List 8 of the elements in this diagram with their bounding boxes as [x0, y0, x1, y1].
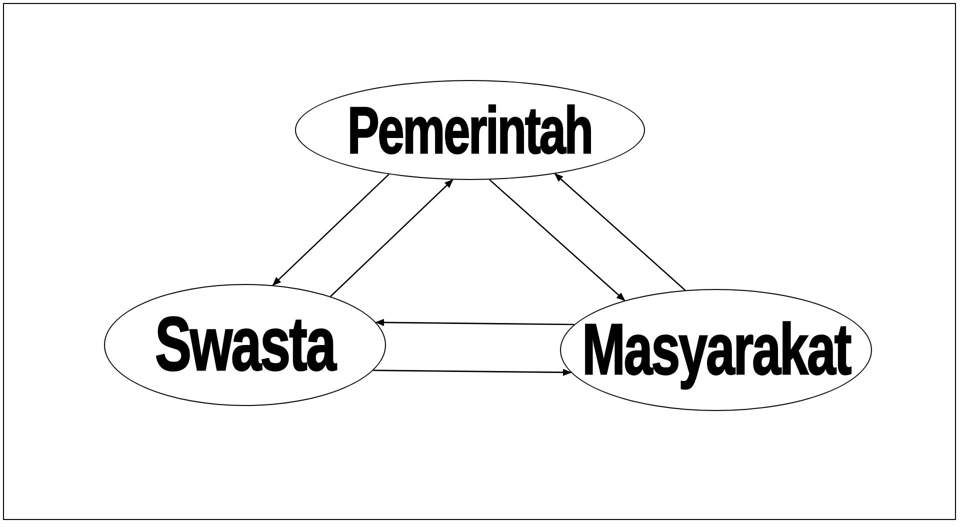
- arrow: [375, 318, 574, 326]
- node-label: Pemerintah: [348, 97, 592, 163]
- arrow: [330, 179, 454, 297]
- arrow: [272, 174, 390, 286]
- arrow: [554, 173, 686, 291]
- arrow: [489, 179, 626, 302]
- node-label: Swasta: [155, 307, 335, 383]
- arrow: [373, 368, 572, 376]
